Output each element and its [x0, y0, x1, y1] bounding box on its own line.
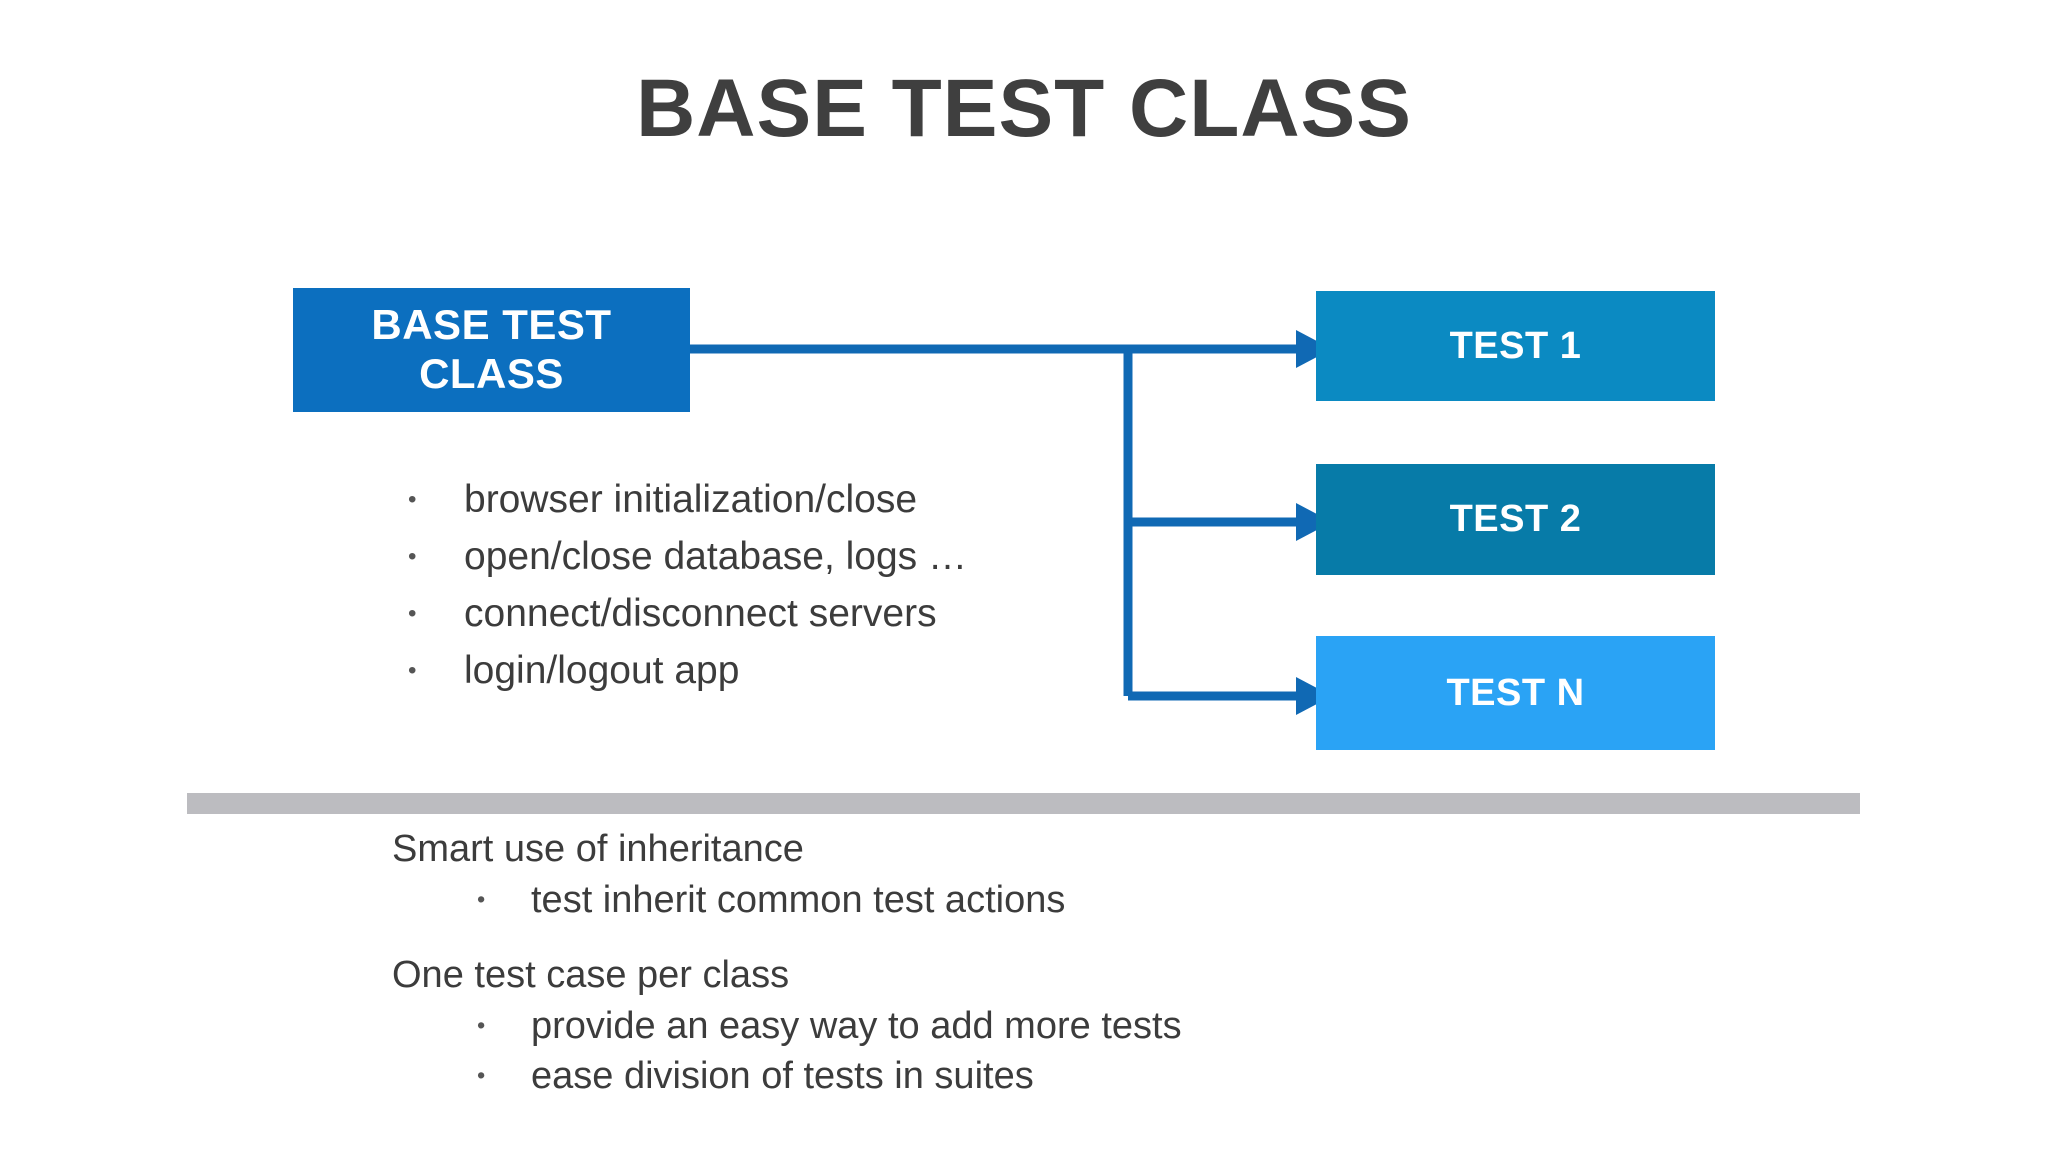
node-test-n-label: TEST N	[1446, 671, 1585, 714]
bullet-dot-icon: •	[477, 1061, 486, 1088]
note-group-inheritance: Smart use of inheritance • test inherit …	[392, 828, 1592, 922]
note-sub-list: • test inherit common test actions	[392, 879, 1592, 922]
base-class-responsibilities-list: • browser initialization/close • open/cl…	[408, 478, 967, 706]
bullet-dot-icon: •	[408, 656, 417, 684]
node-test-2[interactable]: TEST 2	[1316, 464, 1715, 575]
node-base-test-class-line1: BASE TEST	[371, 301, 612, 349]
node-base-test-class[interactable]: BASE TEST CLASS	[293, 288, 690, 412]
bullet-dot-icon: •	[408, 485, 417, 513]
list-item-label: provide an easy way to add more tests	[531, 1005, 1182, 1047]
list-item: • login/logout app	[408, 649, 967, 693]
list-item-label: login/logout app	[464, 649, 740, 692]
bullet-dot-icon: •	[477, 885, 486, 912]
note-heading: Smart use of inheritance	[392, 828, 804, 870]
node-test-1[interactable]: TEST 1	[1316, 291, 1715, 401]
node-test-n[interactable]: TEST N	[1316, 636, 1715, 750]
notes-section: Smart use of inheritance • test inherit …	[392, 828, 1592, 1130]
list-item: • ease division of tests in suites	[477, 1055, 1592, 1098]
note-group-one-test-case: One test case per class • provide an eas…	[392, 954, 1592, 1098]
note-sub-list: • provide an easy way to add more tests …	[392, 1005, 1592, 1098]
bullet-dot-icon: •	[477, 1011, 486, 1038]
list-item-label: open/close database, logs …	[464, 535, 968, 578]
note-heading: One test case per class	[392, 954, 790, 996]
list-item-label: browser initialization/close	[464, 478, 918, 521]
section-divider	[187, 793, 1860, 814]
list-item: • provide an easy way to add more tests	[477, 1005, 1592, 1048]
list-item-label: test inherit common test actions	[531, 879, 1066, 921]
bullet-dot-icon: •	[408, 599, 417, 627]
page-title: BASE TEST CLASS	[636, 63, 1412, 154]
list-item: • test inherit common test actions	[477, 879, 1592, 922]
node-test-1-label: TEST 1	[1449, 324, 1582, 367]
list-item: • connect/disconnect servers	[408, 592, 967, 636]
list-item: • browser initialization/close	[408, 478, 967, 522]
list-item-label: ease division of tests in suites	[531, 1055, 1034, 1097]
node-test-2-label: TEST 2	[1449, 498, 1582, 541]
list-item: • open/close database, logs …	[408, 535, 967, 579]
list-item-label: connect/disconnect servers	[464, 592, 937, 635]
node-base-test-class-line2: CLASS	[419, 350, 564, 397]
bullet-dot-icon: •	[408, 542, 417, 570]
